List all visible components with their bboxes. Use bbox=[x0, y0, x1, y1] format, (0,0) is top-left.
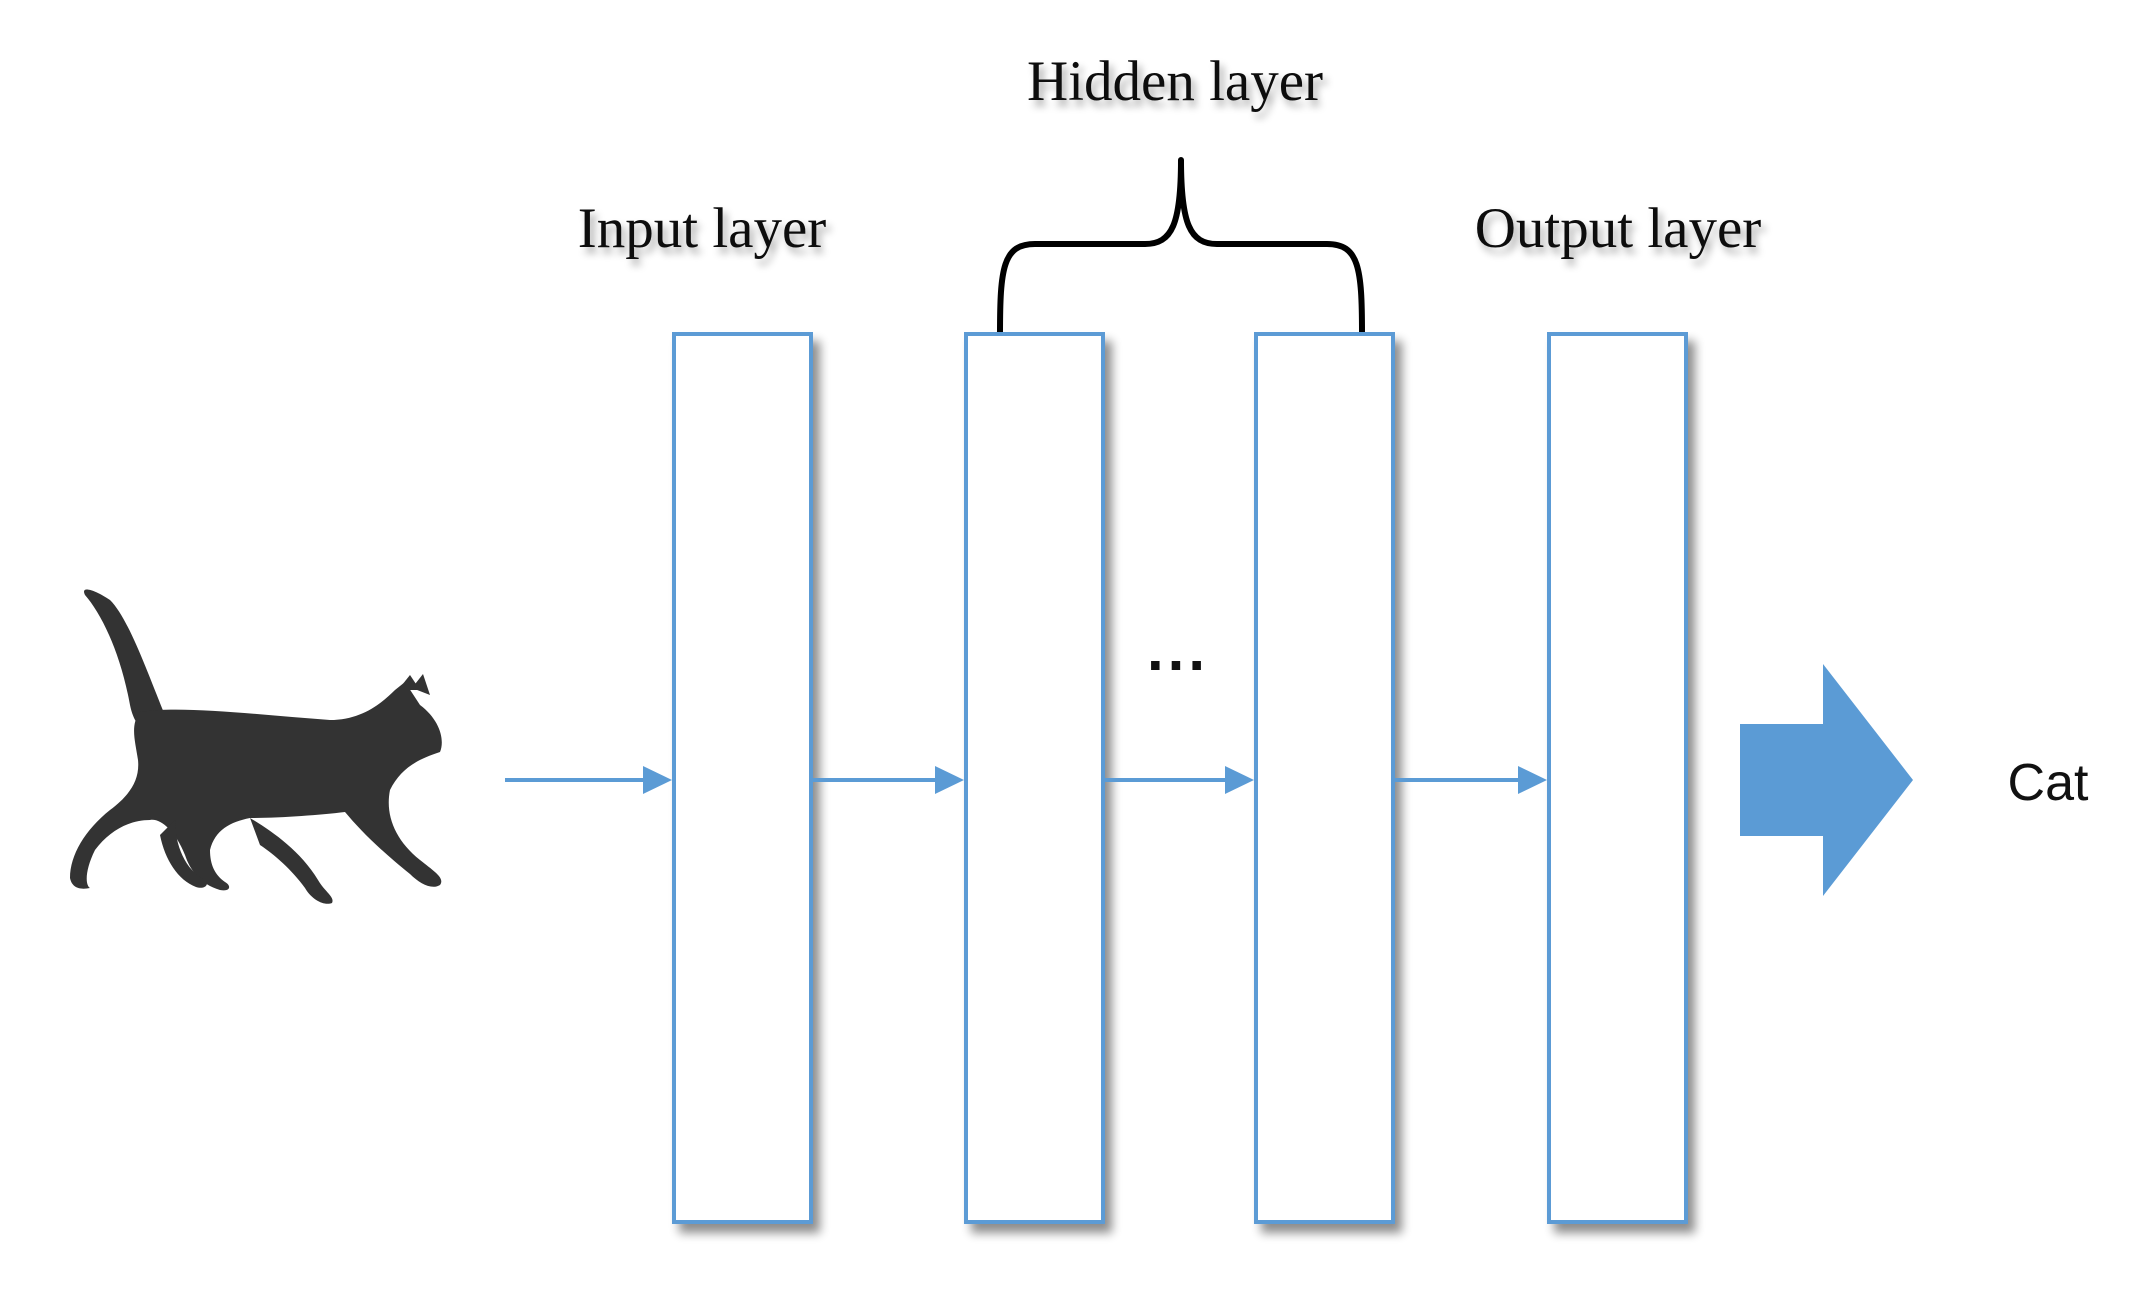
flow-arrow-input-to-hidden bbox=[813, 766, 964, 794]
output-layer-label: Output layer bbox=[1475, 197, 1762, 260]
hidden-layer-brace bbox=[997, 157, 1365, 337]
output-class-label: Cat bbox=[2008, 754, 2089, 812]
flow-arrow-hidden-to-hidden bbox=[1105, 766, 1254, 794]
cat-silhouette-icon bbox=[70, 589, 442, 904]
flow-arrow-hidden-to-output bbox=[1395, 766, 1547, 794]
hidden-layer-label: Hidden layer bbox=[1027, 50, 1323, 113]
output-layer-box bbox=[1547, 332, 1688, 1224]
flow-arrow-input bbox=[505, 766, 672, 794]
block-arrow-right-icon bbox=[1740, 664, 1913, 896]
hidden-layer-box-1 bbox=[964, 332, 1105, 1224]
input-layer-box bbox=[672, 332, 813, 1224]
hidden-layer-box-n bbox=[1254, 332, 1395, 1224]
input-layer-label: Input layer bbox=[578, 197, 827, 260]
hidden-layers-ellipsis: ... bbox=[1147, 616, 1209, 683]
